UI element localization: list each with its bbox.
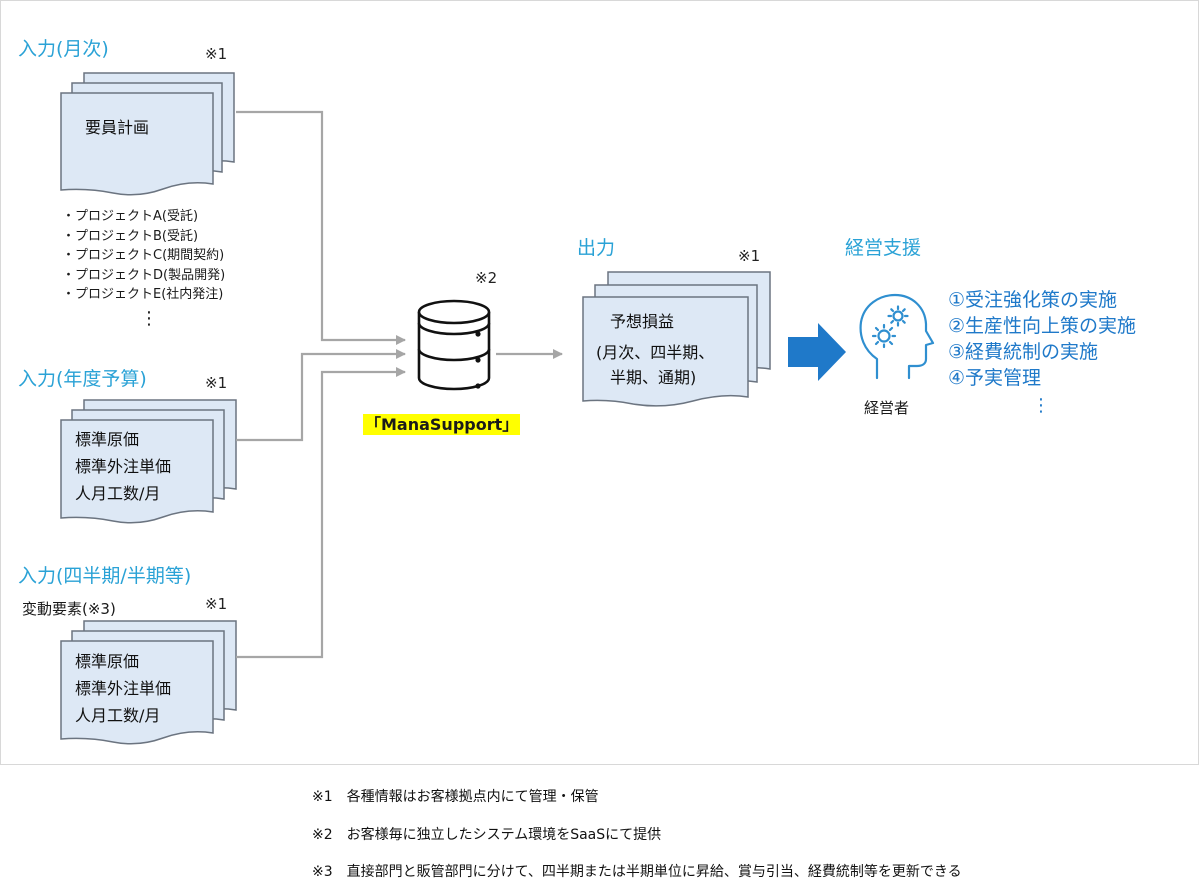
strategy-item: ③経費統制の実施 — [948, 341, 1099, 363]
doc-annual-line-2: 標準外注単価 — [75, 457, 172, 476]
doc-annual-line-1: 標準原価 — [75, 430, 140, 449]
project-list-ellipsis: ⋮ — [140, 308, 158, 329]
doc-output-line-1: 予想損益 — [610, 312, 675, 331]
strategy-list: ①受注強化策の実施 ②生産性向上策の実施 ③経費統制の実施 ④予実管理 — [948, 287, 1136, 391]
doc-quarterly-line-1: 標準原価 — [75, 652, 140, 671]
annual-document-stack — [60, 399, 237, 524]
monthly-document-stack — [60, 72, 235, 196]
heading-output: 出力 — [577, 237, 616, 259]
connector-lines — [236, 110, 563, 659]
diagram-frame — [0, 0, 1199, 765]
head-gears-icon — [859, 293, 935, 380]
manager-label: 経営者 — [864, 399, 910, 417]
footnote-1: ※1 各種情報はお客様拠点内にて管理・保管 — [312, 789, 599, 805]
doc-quarterly-line-3: 人月工数/月 — [75, 706, 161, 725]
heading-input-annual: 入力(年度予算) — [18, 368, 147, 390]
heading-input-monthly: 入力(月次) — [18, 38, 109, 60]
note-mark-system: ※2 — [475, 269, 498, 287]
output-document-stack — [582, 271, 771, 407]
project-item: ・プロジェクトB(受託) — [62, 228, 199, 244]
doc-quarterly-line-2: 標準外注単価 — [75, 679, 172, 698]
project-item: ・プロジェクトC(期間契約) — [62, 248, 225, 263]
system-label: 「ManaSupport」 — [363, 411, 521, 435]
project-item: ・プロジェクトD(製品開発) — [62, 267, 226, 283]
note-mark-output: ※1 — [738, 247, 761, 265]
quarterly-document-stack — [60, 620, 237, 745]
connector-monthly — [236, 110, 406, 345]
heading-input-quarterly: 入力(四半期/半期等) — [18, 565, 192, 587]
note-mark-monthly: ※1 — [205, 45, 228, 63]
right-arrow-icon — [788, 323, 846, 381]
system-name-highlight: 「ManaSupport」 — [363, 414, 521, 435]
connector-annual — [236, 349, 406, 442]
project-list: ・プロジェクトA(受託) ・プロジェクトB(受託) ・プロジェクトC(期間契約)… — [62, 207, 225, 305]
doc-output-line-3: 半期、通期) — [610, 368, 697, 387]
database-icon — [417, 299, 491, 391]
strategy-item: ②生産性向上策の実施 — [948, 315, 1137, 337]
variable-factors-label: 変動要素(※3) — [22, 600, 116, 618]
note-mark-annual: ※1 — [205, 374, 228, 392]
strategy-item: ①受注強化策の実施 — [948, 289, 1118, 311]
project-item: ・プロジェクトE(社内発注) — [62, 287, 224, 302]
strategy-item: ④予実管理 — [948, 367, 1042, 389]
footnote-3: ※3 直接部門と販管部門に分けて、四半期または半期単位に昇給、賞与引当、経費統制… — [312, 864, 962, 880]
doc-monthly-text: 要員計画 — [85, 118, 150, 137]
note-mark-quarterly: ※1 — [205, 595, 228, 613]
footnote-2: ※2 お客様毎に独立したシステム環境をSaaSにて提供 — [312, 827, 662, 843]
strategy-ellipsis: ⋮ — [1032, 395, 1050, 416]
project-item: ・プロジェクトA(受託) — [62, 209, 199, 224]
doc-annual-line-3: 人月工数/月 — [75, 484, 161, 503]
doc-output-line-2: (月次、四半期、 — [596, 343, 715, 362]
connector-quarterly — [236, 367, 406, 659]
heading-management-support: 経営支援 — [845, 237, 922, 259]
